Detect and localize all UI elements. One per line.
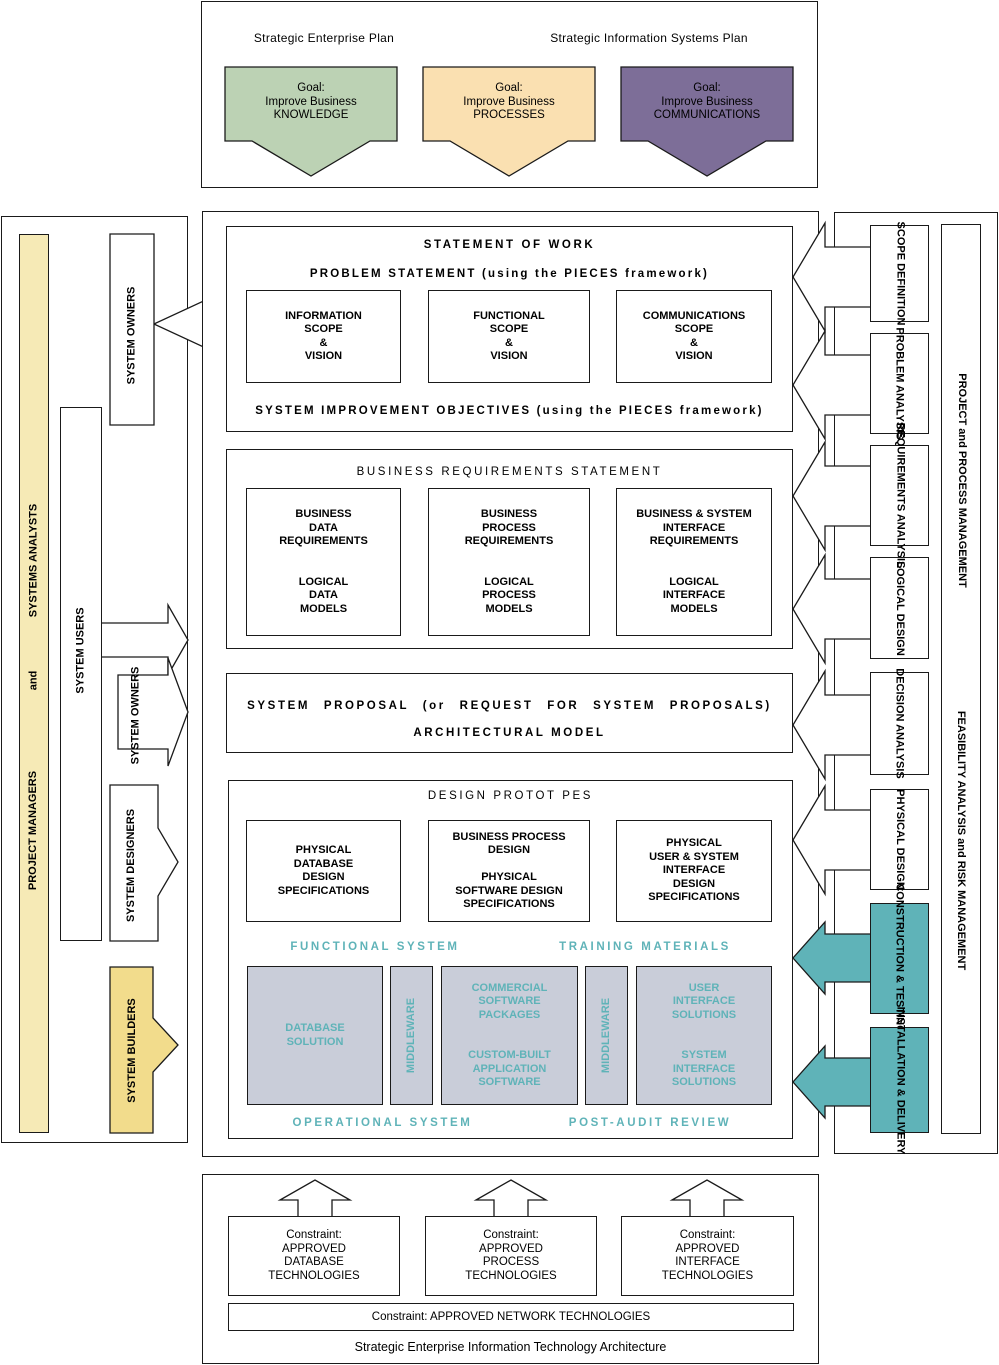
- process-constraint-arrow: [473, 1179, 549, 1216]
- phase-construction-testing: CONSTRUCTION & TESTING: [870, 883, 929, 1034]
- goal-processes-text: Goal: Improve Business PROCESSES: [463, 82, 555, 121]
- system-proposal-box: [226, 673, 793, 753]
- communications-scope-box: COMMUNICATIONS SCOPE & VISION: [616, 290, 772, 383]
- training-materials-label: TRAINING MATERIALS: [559, 941, 731, 953]
- brs-title: BUSINESS REQUIREMENTS STATEMENT: [356, 466, 663, 478]
- data-requirements-box: BUSINESS DATA REQUIREMENTS LOGICAL DATA …: [246, 488, 401, 636]
- phase-requirements-analysis: REQUIREMENTS ANALYSIS: [870, 423, 929, 568]
- system-builders-arrow: [109, 966, 179, 1134]
- sow-title: STATEMENT OF WORK: [423, 239, 596, 251]
- architecture-caption: Strategic Enterprise Information Technol…: [354, 1340, 667, 1354]
- functional-scope-box: FUNCTIONAL SCOPE & VISION: [428, 290, 590, 383]
- management-bar: [941, 224, 981, 1134]
- physical-design-arrow: [792, 783, 870, 897]
- database-constraint-box: Constraint: APPROVED DATABASE TECHNOLOGI…: [228, 1216, 400, 1296]
- requirements-analysis-arrow: [792, 439, 870, 553]
- goal-communications-text: Goal: Improve Business COMMUNICATIONS: [653, 82, 761, 121]
- functional-system-label: FUNCTIONAL SYSTEM: [290, 941, 460, 953]
- interface-design-box: PHYSICAL USER & SYSTEM INTERFACE DESIGN …: [616, 820, 772, 922]
- interface-constraint-box: Constraint: APPROVED INTERFACE TECHNOLOG…: [621, 1216, 794, 1296]
- system-users-arrow: [102, 602, 189, 678]
- system-owners-arrow-2: [117, 657, 189, 767]
- installation-delivery-arrow: [792, 1044, 870, 1120]
- phase-physical-design: PHYSICAL DESIGN: [870, 789, 929, 890]
- software-design-box: BUSINESS PROCESS DESIGN PHYSICAL SOFTWAR…: [428, 820, 590, 922]
- problem-statement: PROBLEM STATEMENT (using the PIECES fram…: [309, 268, 710, 280]
- phase-problem-analysis: PROBLEM ANALYSIS: [870, 327, 929, 440]
- system-users-bar: [60, 407, 102, 941]
- network-constraint-box: Constraint: APPROVED NETWORK TECHNOLOGIE…: [228, 1303, 794, 1331]
- software-solution-box: COMMERCIAL SOFTWARE PACKAGES CUSTOM-BUIL…: [441, 966, 578, 1105]
- goal-arrow-communications: [620, 66, 794, 177]
- is-plan-label: Strategic Information Systems Plan: [550, 31, 748, 45]
- phase-logical-design: LOGICAL DESIGN: [870, 557, 929, 659]
- database-solution-box: DATABASE SOLUTION: [247, 966, 383, 1105]
- decision-analysis-arrow: [792, 668, 870, 782]
- information-scope-box: INFORMATION SCOPE & VISION: [246, 290, 401, 383]
- scope-definition-arrow: [792, 220, 870, 334]
- interface-constraint-arrow: [669, 1179, 745, 1216]
- improvement-objectives: SYSTEM IMPROVEMENT OBJECTIVES (using the…: [255, 405, 764, 417]
- phase-scope-definition: SCOPE DEFINITION: [870, 222, 929, 325]
- process-requirements-box: BUSINESS PROCESS REQUIREMENTS LOGICAL PR…: [428, 488, 590, 636]
- construction-testing-arrow: [792, 920, 870, 996]
- proposal-line-1: SYSTEM PROPOSAL (or REQUEST FOR SYSTEM P…: [247, 700, 772, 712]
- goal-knowledge-text: Goal: Improve Business KNOWLEDGE: [265, 82, 357, 121]
- system-designers-arrow: [109, 784, 179, 942]
- enterprise-plan-label: Strategic Enterprise Plan: [253, 31, 395, 45]
- project-managers-bar: [19, 234, 49, 1133]
- operational-system-label: OPERATIONAL SYSTEM: [292, 1117, 473, 1129]
- goal-arrow-knowledge: [224, 66, 398, 177]
- interface-requirements-box: BUSINESS & SYSTEM INTERFACE REQUIREMENTS…: [616, 488, 772, 636]
- process-constraint-box: Constraint: APPROVED PROCESS TECHNOLOGIE…: [425, 1216, 597, 1296]
- logical-design-arrow: [792, 552, 870, 666]
- interface-solutions-box: USER INTERFACE SOLUTIONS SYSTEM INTERFAC…: [636, 966, 772, 1105]
- post-audit-label: POST-AUDIT REVIEW: [568, 1117, 732, 1129]
- phase-decision-analysis: DECISION ANALYSIS: [870, 668, 929, 779]
- middleware-box-2: MIDDLEWARE: [585, 966, 628, 1105]
- phase-installation-delivery: INSTALLATION & DELIVERY: [870, 1006, 929, 1154]
- proposal-line-2: ARCHITECTURAL MODEL: [413, 727, 606, 739]
- middleware-box-1: MIDDLEWARE: [390, 966, 433, 1105]
- physical-database-box: PHYSICAL DATABASE DESIGN SPECIFICATIONS: [246, 820, 401, 922]
- database-constraint-arrow: [277, 1179, 353, 1216]
- problem-analysis-arrow: [792, 328, 870, 442]
- design-title: DESIGN PROTOT PES: [427, 790, 594, 802]
- goal-arrow-processes: [422, 66, 596, 177]
